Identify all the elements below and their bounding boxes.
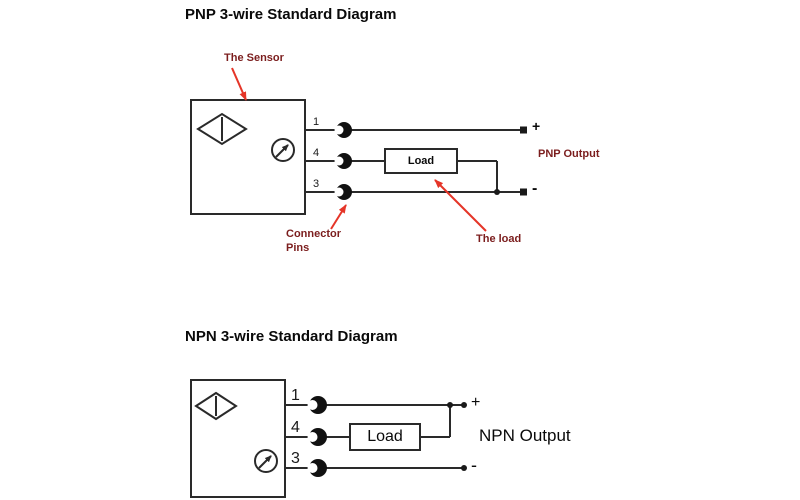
npn-load-box <box>349 423 421 451</box>
npn-pin4-number: 4 <box>291 419 300 436</box>
pnp-minus-terminal-label: - <box>532 180 538 197</box>
npn-pin3-number: 3 <box>291 450 300 467</box>
npn-diamond-sensor-icon <box>194 391 238 421</box>
pnp-connector-pin-icon-1 <box>334 122 352 138</box>
npn-load-box-label: Load <box>367 428 403 445</box>
npn-diagram-linework <box>190 379 467 498</box>
pnp-connector-pins-arrow <box>330 204 347 230</box>
pnp-diamond-sensor-icon <box>196 112 248 146</box>
pnp-transistor-arrow-icon <box>275 144 289 158</box>
npn-junction-dot <box>447 402 453 408</box>
npn-output-label: NPN Output <box>479 426 571 445</box>
pnp-output-label: PNP Output <box>538 148 600 160</box>
npn-minus-terminal-label: - <box>471 455 477 475</box>
pnp-pin3-number: 3 <box>313 178 320 190</box>
pnp-load-arrow <box>434 179 487 232</box>
pnp-diagram-title: PNP 3-wire Standard Diagram <box>185 6 397 23</box>
pnp-connector-pin-icon-3 <box>334 184 352 200</box>
pnp-plus-terminal-label: + <box>532 118 541 134</box>
npn-diagram-title: NPN 3-wire Standard Diagram <box>185 328 398 345</box>
pnp-connector-pins-callout-label: Connector Pins <box>286 228 341 254</box>
pnp-plus-terminal-dot <box>520 126 527 134</box>
npn-plus-terminal-label: + <box>471 394 481 411</box>
npn-connector-pin-icon-1 <box>307 396 327 414</box>
npn-transistor-arrow-icon <box>258 455 272 469</box>
pnp-callout-arrows <box>231 67 487 232</box>
pnp-sensor-callout-label: The Sensor <box>224 52 284 64</box>
npn-connector-pin-icon-4 <box>307 428 327 446</box>
pnp-junction-dot <box>494 189 500 195</box>
pnp-minus-terminal-dot <box>520 188 527 196</box>
pnp-load-box-label: Load <box>407 155 435 167</box>
npn-connector-pin-icon-3 <box>307 459 327 477</box>
pnp-load-box <box>384 148 458 174</box>
pnp-pin4-number: 4 <box>313 147 320 159</box>
npn-sensor-box <box>190 379 286 498</box>
pnp-pin1-number: 1 <box>313 116 320 128</box>
pnp-diagram-linework <box>190 99 527 215</box>
npn-minus-terminal-dot <box>461 465 467 471</box>
npn-pin1-number: 1 <box>291 387 300 404</box>
npn-plus-terminal-dot <box>461 402 467 408</box>
pnp-sensor-arrow <box>231 67 247 101</box>
pnp-load-callout-label: The load <box>476 233 522 245</box>
pnp-connector-pin-icon-4 <box>334 153 352 169</box>
